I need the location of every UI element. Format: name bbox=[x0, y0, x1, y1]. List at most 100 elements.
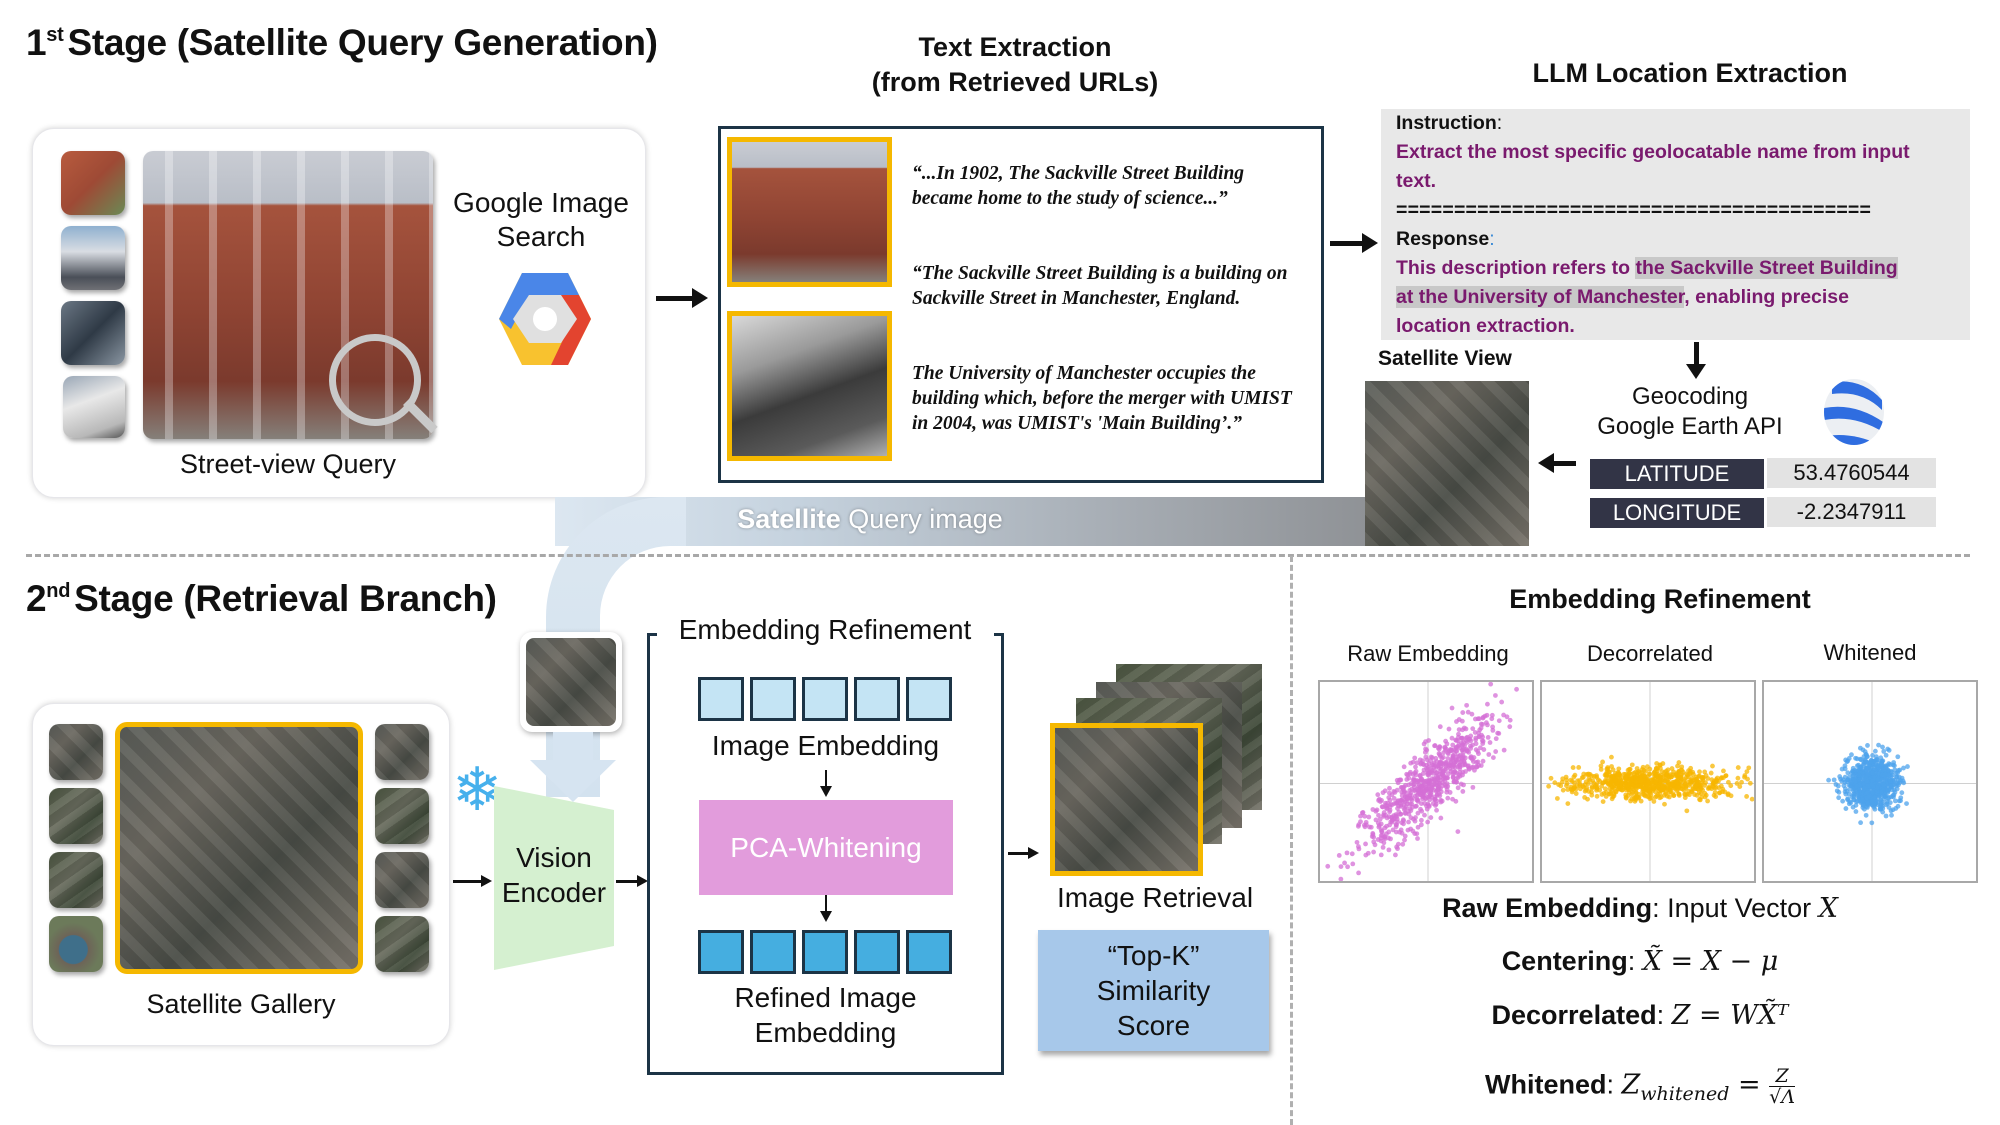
google-image-search-label: Google Image Search bbox=[453, 187, 629, 252]
arrow-shaft bbox=[453, 880, 483, 883]
scatter-point bbox=[1864, 778, 1870, 784]
scatter-point bbox=[1414, 760, 1420, 766]
scatter-point bbox=[1426, 770, 1432, 776]
scatter-point bbox=[1443, 738, 1449, 744]
llm-title: LLM Location Extraction bbox=[1532, 58, 1848, 88]
scatter-point bbox=[1904, 801, 1909, 806]
scatter-point bbox=[1407, 801, 1413, 807]
quote-1: “...In 1902, The Sackville Street Buildi… bbox=[912, 163, 1245, 209]
scatter-point bbox=[1453, 798, 1459, 804]
scatter-point bbox=[1460, 789, 1466, 794]
scatter-point bbox=[1432, 796, 1438, 802]
scatter-point bbox=[1456, 731, 1461, 737]
scatter-point bbox=[1899, 790, 1905, 796]
scatter-point bbox=[1376, 812, 1381, 818]
scatter-point bbox=[1404, 777, 1410, 782]
scatter-point bbox=[1735, 765, 1741, 770]
scatter-point bbox=[1382, 788, 1388, 794]
scatter-point bbox=[1379, 829, 1385, 834]
scatter-point bbox=[1514, 686, 1519, 692]
scatter-point bbox=[1660, 786, 1666, 792]
scatter-point bbox=[1854, 756, 1860, 762]
scatter-point bbox=[1647, 796, 1653, 802]
scatter-point bbox=[1742, 774, 1747, 780]
scatter-point bbox=[1883, 813, 1889, 819]
flow-arrow-shaft bbox=[553, 732, 593, 762]
scatter-point bbox=[1428, 794, 1434, 800]
scatter-point bbox=[1419, 817, 1424, 823]
scatter-point bbox=[1648, 787, 1653, 793]
scatter-point bbox=[1598, 763, 1604, 769]
scatter-point bbox=[1888, 808, 1894, 814]
satellite-query-band bbox=[555, 497, 1367, 546]
scatter-point bbox=[1548, 775, 1554, 781]
scatter-point bbox=[1386, 790, 1392, 796]
scatter-point bbox=[1433, 763, 1438, 769]
scatter-point bbox=[1737, 784, 1743, 789]
scatter-point bbox=[1710, 781, 1716, 787]
scatter-point bbox=[1573, 791, 1579, 796]
scatter-point bbox=[1697, 773, 1702, 779]
scatter-point bbox=[1402, 837, 1407, 843]
scatter-point bbox=[1371, 839, 1377, 845]
scatter-point bbox=[1445, 771, 1451, 777]
scatter-point bbox=[1905, 764, 1910, 769]
embedding-cell bbox=[802, 677, 848, 721]
scatter-point bbox=[1608, 780, 1614, 785]
scatter-point bbox=[1414, 803, 1419, 809]
street-thumbnail bbox=[63, 376, 125, 438]
scatter-point bbox=[1411, 782, 1416, 788]
satellite-view-image bbox=[1365, 381, 1529, 546]
scatter-point bbox=[1469, 756, 1475, 762]
scatter-point bbox=[1429, 785, 1435, 791]
scatter-point bbox=[1446, 763, 1451, 769]
scatter-point bbox=[1423, 796, 1428, 802]
scatter-point bbox=[1662, 778, 1668, 784]
scatter-point bbox=[1747, 780, 1753, 786]
gallery-thumbnail bbox=[375, 724, 429, 780]
scatter-point bbox=[1634, 770, 1640, 776]
scatter-point bbox=[1563, 774, 1569, 780]
scatter-point bbox=[1371, 849, 1377, 855]
scatter-point bbox=[1703, 773, 1709, 778]
scatter-point bbox=[1460, 710, 1466, 715]
scatter-point bbox=[1725, 791, 1731, 797]
scatter-point bbox=[1611, 791, 1617, 797]
scatter-point bbox=[1426, 738, 1432, 743]
scatter-point bbox=[1388, 819, 1394, 825]
scatter-point bbox=[1866, 762, 1872, 768]
scatter-point bbox=[1408, 760, 1414, 766]
scatter-point bbox=[1432, 743, 1437, 749]
scatter-point bbox=[1887, 800, 1893, 806]
scatter-point bbox=[1836, 795, 1842, 801]
scatter-point bbox=[1392, 801, 1397, 806]
scatter-point bbox=[1619, 785, 1625, 791]
embedding-cell bbox=[750, 677, 796, 721]
arrow-right-icon bbox=[692, 288, 708, 308]
scatter-point bbox=[1660, 761, 1666, 766]
scatter-point bbox=[1380, 844, 1386, 850]
scatter-point bbox=[1564, 783, 1569, 789]
scatter-point bbox=[1606, 774, 1612, 780]
scatter-point bbox=[1455, 785, 1461, 791]
scatter-point bbox=[1493, 736, 1499, 742]
scatter-point bbox=[1456, 727, 1462, 733]
google-earth-icon bbox=[1824, 379, 1884, 445]
scatter-point bbox=[1402, 833, 1408, 839]
scatter-point bbox=[1473, 737, 1479, 743]
scatter-point bbox=[1700, 778, 1706, 783]
scatter-point bbox=[1629, 762, 1635, 768]
scatter-point bbox=[1398, 777, 1404, 783]
scatter-point bbox=[1866, 794, 1871, 800]
scatter-point bbox=[1687, 771, 1693, 777]
satellite-view-label: Satellite View bbox=[1378, 347, 1512, 370]
scatter-point bbox=[1560, 787, 1566, 793]
scatter-point bbox=[1854, 798, 1860, 804]
scatter-point bbox=[1610, 767, 1616, 773]
scatter-point bbox=[1881, 782, 1887, 788]
scatter-point bbox=[1657, 776, 1663, 782]
scatter-point bbox=[1488, 682, 1494, 687]
scatter-point bbox=[1734, 781, 1740, 786]
gallery-thumbnail bbox=[49, 788, 103, 844]
scatter-point bbox=[1693, 784, 1699, 789]
